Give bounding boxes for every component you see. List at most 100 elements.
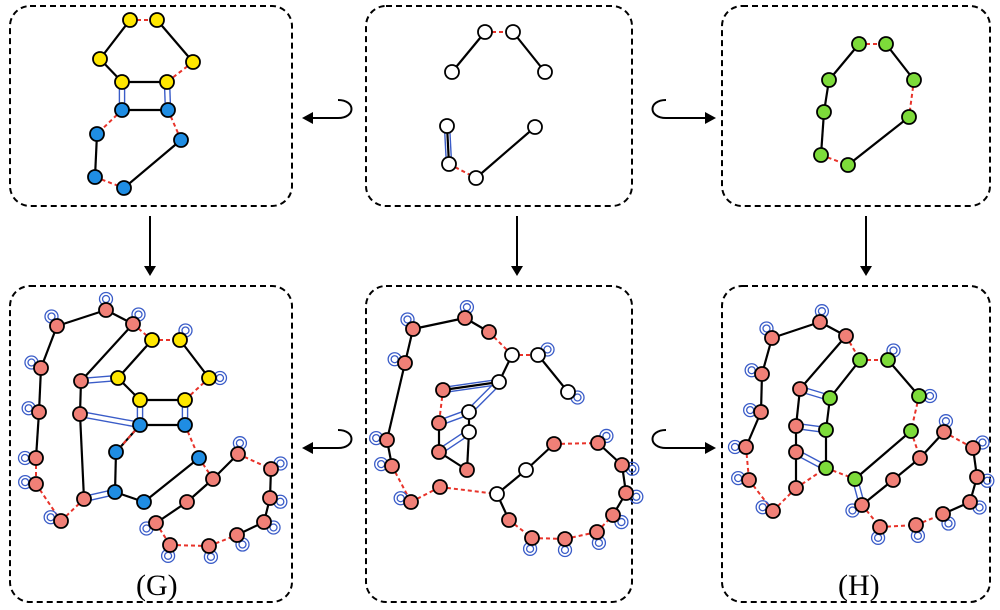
dashed-edge bbox=[94, 176, 125, 189]
graph-node bbox=[403, 494, 419, 510]
self-loop-mark bbox=[20, 453, 30, 463]
graph-node bbox=[132, 417, 148, 433]
down-arrow-icon bbox=[144, 216, 156, 276]
solid-edge bbox=[771, 320, 821, 340]
self-loop-mark bbox=[758, 503, 767, 512]
graph-node bbox=[185, 54, 201, 70]
graph-node bbox=[524, 530, 540, 546]
graph-node bbox=[491, 374, 507, 390]
graph-node bbox=[28, 476, 44, 492]
self-loop-mark bbox=[762, 324, 771, 333]
self-loop-mark bbox=[734, 473, 743, 483]
graph-node bbox=[618, 485, 634, 501]
graph-node bbox=[818, 460, 834, 476]
graph-node bbox=[177, 392, 193, 408]
graph-node bbox=[379, 432, 395, 448]
graph-node bbox=[148, 515, 164, 531]
graph-node bbox=[72, 406, 88, 422]
self-loop-mark bbox=[377, 459, 386, 469]
self-loop-mark bbox=[47, 312, 56, 321]
self-loop-mark bbox=[372, 433, 381, 443]
self-loop-mark bbox=[543, 345, 552, 354]
dashed-edge bbox=[564, 531, 598, 540]
graph-node bbox=[114, 102, 130, 118]
solid-edge bbox=[412, 316, 466, 331]
graph-node bbox=[741, 472, 757, 488]
top-left-graph bbox=[87, 12, 201, 196]
panel-top-left bbox=[9, 5, 293, 207]
graph-node bbox=[854, 497, 870, 513]
self-loop-mark bbox=[617, 517, 626, 527]
self-loop-mark bbox=[163, 551, 173, 560]
graph-node bbox=[965, 440, 981, 456]
hook-left-arrow-icon bbox=[302, 99, 353, 124]
self-loop-mark bbox=[27, 358, 36, 367]
self-loop-mark bbox=[24, 404, 33, 413]
self-loop-mark bbox=[817, 307, 827, 316]
graph-node bbox=[813, 147, 829, 163]
self-loop-mark bbox=[101, 294, 111, 304]
graph-node bbox=[765, 503, 781, 519]
graph-node bbox=[872, 519, 888, 535]
dashed-edge bbox=[825, 467, 856, 480]
bottom-center-graph bbox=[369, 300, 644, 558]
self-loop-mark bbox=[925, 391, 935, 401]
solid-edge bbox=[799, 335, 847, 390]
graph-node bbox=[812, 314, 828, 330]
graph-node bbox=[31, 404, 47, 420]
solid-edge bbox=[156, 19, 194, 63]
self-loop-mark bbox=[235, 439, 245, 448]
panel-top-center bbox=[365, 5, 633, 207]
graph-node bbox=[589, 524, 605, 540]
graph-node bbox=[969, 469, 985, 485]
graph-node bbox=[76, 491, 92, 507]
panel-top-right bbox=[721, 5, 991, 207]
graph-node bbox=[114, 74, 130, 90]
graph-node bbox=[172, 332, 188, 348]
graph-node bbox=[459, 462, 475, 478]
graph-node bbox=[263, 461, 279, 477]
dashed-edge bbox=[438, 389, 444, 424]
graph-node bbox=[136, 494, 152, 510]
graph-node bbox=[489, 486, 505, 502]
graph-node bbox=[108, 444, 124, 460]
graph-node bbox=[435, 382, 451, 398]
graph-node bbox=[840, 157, 856, 173]
self-loop-mark bbox=[134, 310, 143, 319]
graph-node bbox=[501, 512, 517, 528]
graph-node bbox=[384, 458, 400, 474]
graph-node bbox=[262, 490, 278, 506]
solid-edge bbox=[123, 139, 182, 189]
graph-node bbox=[397, 355, 413, 371]
self-loop-mark bbox=[396, 494, 405, 503]
graph-node bbox=[431, 444, 447, 460]
graph-node bbox=[98, 302, 114, 318]
double-bond-edge bbox=[79, 415, 140, 429]
graph-node bbox=[116, 180, 132, 196]
dashed-edge bbox=[208, 534, 238, 547]
self-loop-mark bbox=[560, 545, 570, 555]
graph-node bbox=[461, 404, 477, 420]
dashed-edge bbox=[531, 537, 566, 540]
solid-edge bbox=[512, 31, 546, 73]
down-arrow-icon bbox=[511, 216, 523, 276]
dashed-edge bbox=[167, 109, 182, 141]
graph-node bbox=[792, 381, 808, 397]
graph-node bbox=[906, 72, 922, 88]
solid-edge bbox=[179, 339, 210, 379]
panel-bottom-center bbox=[365, 285, 633, 603]
graph-node bbox=[505, 24, 521, 40]
graph-node bbox=[590, 435, 606, 451]
graph-node bbox=[908, 517, 924, 533]
graph-node bbox=[901, 109, 917, 125]
graph-node bbox=[73, 373, 89, 389]
graph-node bbox=[847, 471, 863, 487]
solid-edge bbox=[537, 354, 569, 393]
self-loop-mark bbox=[181, 326, 190, 335]
self-loop-mark bbox=[941, 417, 951, 426]
solid-edge bbox=[887, 359, 920, 397]
graph-node bbox=[821, 72, 837, 88]
dashed-edge bbox=[772, 487, 797, 512]
graph-node bbox=[878, 36, 894, 52]
graph-node bbox=[87, 169, 103, 185]
